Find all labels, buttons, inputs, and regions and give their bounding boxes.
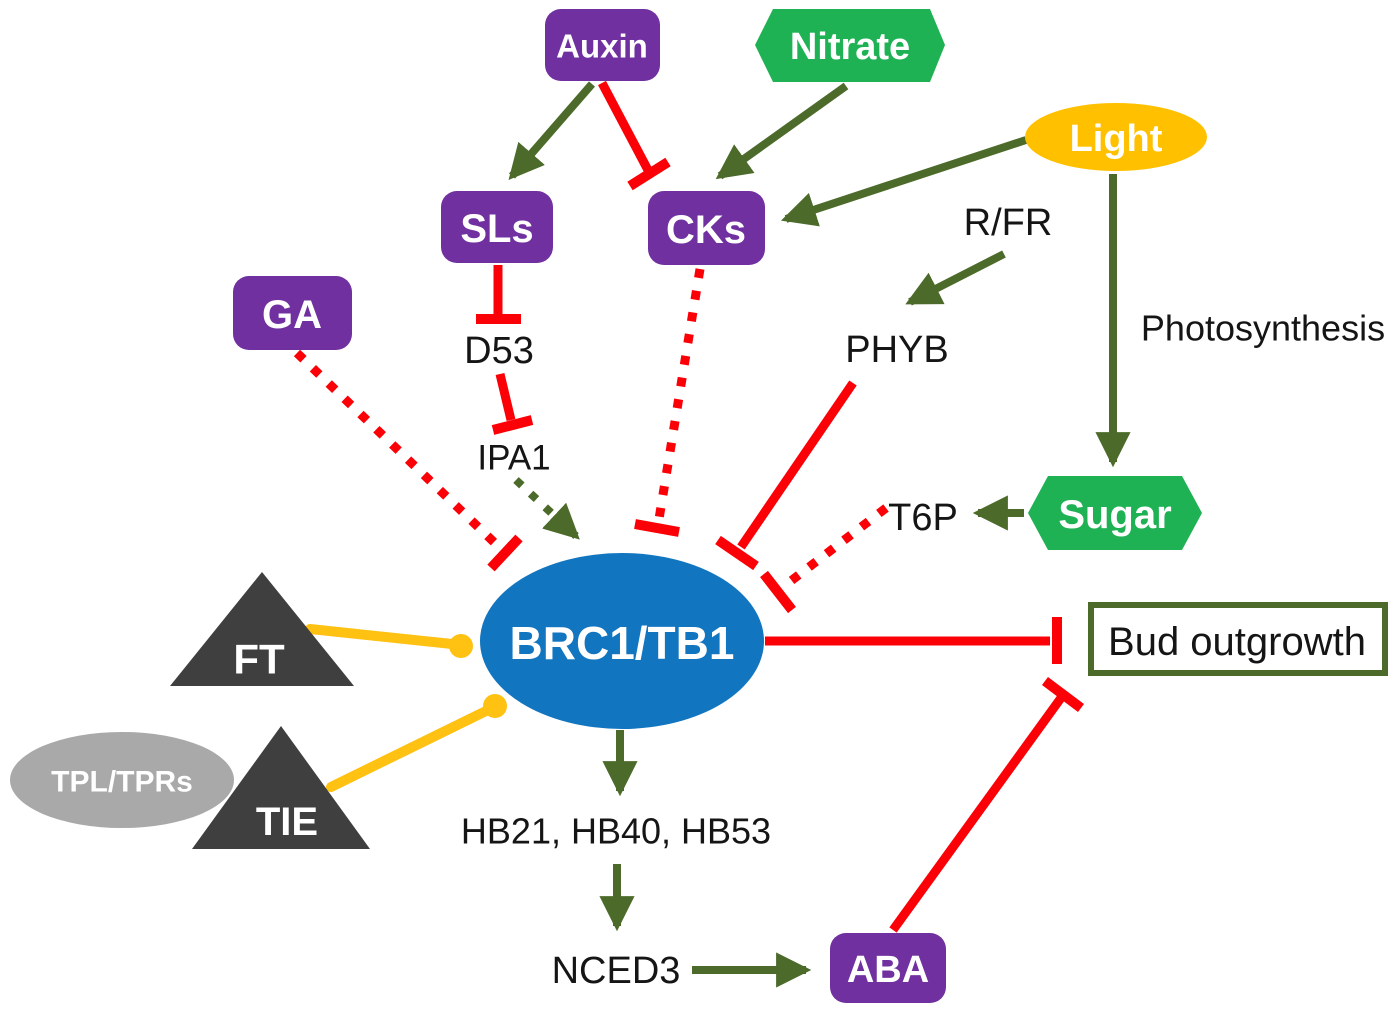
node-light-label: Light	[1070, 118, 1163, 160]
binding-ball-ft	[449, 634, 473, 658]
edge-ipa1-activates-brc1-dotted	[513, 477, 580, 540]
node-brc1-tb1-label: BRC1/TB1	[510, 617, 735, 669]
edge-nitrate-activates-cks	[715, 82, 849, 180]
node-auxin	[545, 9, 660, 81]
node-nced3-label: NCED3	[552, 950, 681, 992]
edge-rfr-activates-phyb	[905, 250, 1006, 306]
node-rfr-label: R/FR	[964, 202, 1053, 244]
edge-phyb-inhibits-brc1	[715, 380, 857, 571]
edge-aba-inhibits-bud-outgrowth	[889, 677, 1084, 933]
node-cks-label: CKs	[666, 208, 746, 252]
photosynthesis-label: Photosynthesis	[1141, 308, 1385, 349]
node-ga	[233, 276, 352, 350]
node-sls-label: SLs	[460, 207, 533, 251]
edge-brc1-inhibits-bud-outgrowth	[765, 617, 1062, 664]
node-aba	[830, 933, 946, 1003]
node-tie-label: TIE	[256, 800, 318, 844]
edge-light-activates-cks	[780, 136, 1028, 227]
node-sugar-label: Sugar	[1058, 493, 1171, 537]
node-ipa1-label: IPA1	[477, 439, 550, 478]
node-ga-label: GA	[262, 293, 322, 337]
node-brc1-tb1	[480, 553, 764, 729]
node-bud-outgrowth-label: Bud outgrowth	[1108, 620, 1366, 664]
node-t6p-label: T6P	[888, 497, 958, 539]
edge-t6p-inhibits-brc1-dotted	[760, 504, 889, 614]
node-sugar-hexagon	[1028, 476, 1202, 550]
edge-cks-inhibits-brc1-dotted	[634, 268, 705, 537]
node-sls	[441, 191, 553, 263]
edge-auxin-activates-sls	[508, 81, 596, 180]
binding-ball-tie	[483, 694, 507, 718]
node-cks	[648, 191, 765, 265]
node-nitrate-label: Nitrate	[790, 26, 910, 68]
node-d53-label: D53	[464, 330, 534, 372]
node-tpl-tprs-label: TPL/TPRs	[51, 766, 193, 799]
edge-sls-inhibits-d53	[476, 265, 521, 324]
node-light	[1025, 103, 1207, 171]
edge-ft-binds-brc1	[305, 624, 473, 658]
edge-d53-inhibits-ipa1	[491, 372, 534, 435]
edge-tie-binds-brc1	[326, 694, 507, 792]
node-ft-label: FT	[233, 636, 285, 683]
node-bud-outgrowth	[1088, 602, 1388, 676]
node-phyb-label: PHYB	[845, 329, 948, 371]
node-nitrate-hexagon	[755, 9, 945, 82]
node-hb-genes-label: HB21, HB40, HB53	[461, 811, 771, 852]
node-auxin-label: Auxin	[556, 28, 648, 65]
node-aba-label: ABA	[847, 949, 929, 991]
node-tpl-tprs	[10, 732, 234, 828]
node-tie-triangle	[192, 726, 370, 849]
edge-auxin-inhibits-cks	[598, 80, 671, 191]
edge-ga-inhibits-brc1-dotted	[293, 349, 523, 572]
node-ft-triangle	[170, 572, 354, 686]
